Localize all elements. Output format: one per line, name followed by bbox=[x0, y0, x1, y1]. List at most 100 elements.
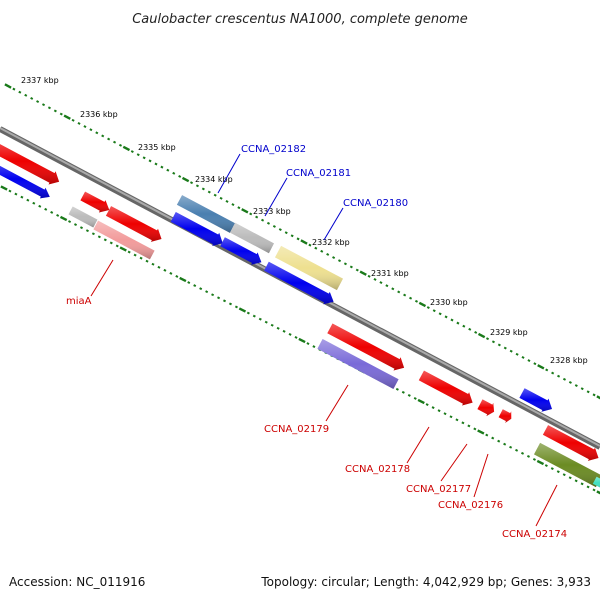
minor-tick bbox=[468, 327, 472, 331]
minor-tick bbox=[276, 326, 280, 330]
gene-label-ccna-02174: CCNA_02174 bbox=[502, 529, 567, 540]
minor-tick bbox=[373, 277, 377, 281]
major-tick bbox=[477, 429, 485, 435]
minor-tick bbox=[473, 427, 477, 431]
minor-tick bbox=[118, 143, 123, 147]
scale-label: 2328 kbp bbox=[550, 356, 588, 365]
minor-tick bbox=[556, 470, 560, 474]
minor-tick bbox=[163, 268, 167, 272]
minor-tick bbox=[574, 384, 578, 387]
gene-ccna-02176-shading bbox=[498, 409, 512, 423]
major-tick bbox=[4, 83, 12, 89]
minor-tick bbox=[211, 293, 215, 297]
minor-tick bbox=[462, 324, 466, 328]
minor-tick bbox=[79, 226, 84, 230]
minor-tick bbox=[568, 380, 572, 384]
major-tick bbox=[63, 114, 71, 120]
minor-tick bbox=[85, 229, 89, 233]
minor-tick bbox=[296, 237, 300, 241]
minor-tick bbox=[103, 238, 107, 242]
minor-tick bbox=[533, 362, 537, 366]
minor-tick bbox=[290, 234, 294, 238]
minor-tick bbox=[145, 259, 149, 263]
minor-tick bbox=[201, 187, 205, 191]
minor-tick bbox=[491, 340, 495, 344]
minor-tick bbox=[455, 418, 459, 422]
minor-tick bbox=[68, 220, 72, 223]
minor-tick bbox=[139, 256, 143, 260]
minor-tick bbox=[266, 221, 271, 225]
minor-tick bbox=[320, 249, 324, 253]
minor-tick bbox=[414, 299, 419, 303]
minor-tick bbox=[592, 393, 596, 397]
minor-tick bbox=[154, 162, 158, 166]
minor-tick bbox=[199, 287, 203, 291]
scale-label: 2331 kbp bbox=[371, 269, 409, 278]
major-tick bbox=[300, 239, 308, 245]
minor-tick bbox=[503, 442, 507, 446]
gene-red-left-a-shading bbox=[0, 144, 60, 185]
outer-tick-track bbox=[4, 83, 600, 400]
minor-tick bbox=[187, 281, 191, 284]
minor-tick bbox=[115, 244, 119, 248]
minor-tick bbox=[294, 336, 298, 339]
gene-ccna-02174-shading bbox=[534, 442, 600, 488]
minor-tick bbox=[425, 403, 429, 406]
scale-label: 2332 kbp bbox=[312, 238, 350, 247]
gene-pink-shading bbox=[93, 220, 155, 260]
minor-tick bbox=[580, 387, 584, 391]
minor-tick bbox=[101, 134, 105, 138]
minor-tick bbox=[349, 265, 353, 269]
minor-tick bbox=[562, 473, 566, 477]
gene-label-ccna-02176: CCNA_02176 bbox=[438, 500, 503, 511]
scale-label: 2336 kbp bbox=[80, 110, 118, 119]
minor-tick bbox=[314, 246, 318, 250]
map-title: Caulobacter crescentus NA1000, complete … bbox=[132, 12, 468, 27]
minor-tick bbox=[73, 223, 78, 227]
minor-tick bbox=[44, 207, 48, 211]
minor-tick bbox=[175, 275, 179, 278]
minor-tick bbox=[91, 232, 95, 236]
minor-tick bbox=[89, 128, 93, 132]
major-tick bbox=[359, 270, 367, 276]
minor-tick bbox=[438, 312, 442, 316]
gene-features bbox=[0, 144, 600, 488]
minor-tick bbox=[474, 331, 478, 334]
minor-tick bbox=[367, 274, 371, 278]
topology-text: Topology: circular; Length: 4,042,929 bp… bbox=[260, 575, 591, 589]
minor-tick bbox=[136, 153, 140, 157]
minor-tick bbox=[385, 284, 389, 288]
gene-blue-c-shading bbox=[264, 261, 334, 305]
gene-red-small-shading bbox=[80, 191, 110, 213]
minor-tick bbox=[326, 253, 330, 256]
minor-tick bbox=[252, 314, 256, 318]
minor-tick bbox=[515, 352, 519, 356]
accession-text: Accession: NC_011916 bbox=[9, 575, 145, 589]
minor-tick bbox=[133, 253, 137, 257]
minor-tick bbox=[545, 368, 549, 372]
minor-tick bbox=[332, 256, 336, 260]
minor-tick bbox=[205, 290, 209, 294]
minor-tick bbox=[261, 218, 265, 222]
minor-tick bbox=[195, 184, 199, 188]
minor-tick bbox=[467, 424, 471, 428]
minor-tick bbox=[337, 259, 342, 263]
minor-tick bbox=[237, 206, 241, 210]
major-tick bbox=[241, 208, 249, 214]
minor-tick bbox=[586, 390, 590, 394]
minor-tick bbox=[308, 243, 312, 247]
minor-tick bbox=[407, 393, 411, 397]
gene-red-d-shading bbox=[542, 425, 599, 461]
minor-tick bbox=[515, 448, 519, 452]
minor-tick bbox=[166, 168, 170, 172]
gene-label-ccna-02177: CCNA_02177 bbox=[406, 484, 471, 495]
minor-tick bbox=[409, 296, 413, 300]
minor-tick bbox=[580, 482, 584, 486]
gene-blue-b-shading bbox=[220, 237, 262, 265]
scale-label: 2337 kbp bbox=[21, 76, 59, 85]
minor-tick bbox=[312, 345, 316, 349]
minor-tick bbox=[397, 290, 401, 294]
major-tick bbox=[417, 398, 425, 405]
minor-tick bbox=[30, 97, 34, 100]
gene-label-ccna-02178: CCNA_02178 bbox=[345, 464, 410, 475]
